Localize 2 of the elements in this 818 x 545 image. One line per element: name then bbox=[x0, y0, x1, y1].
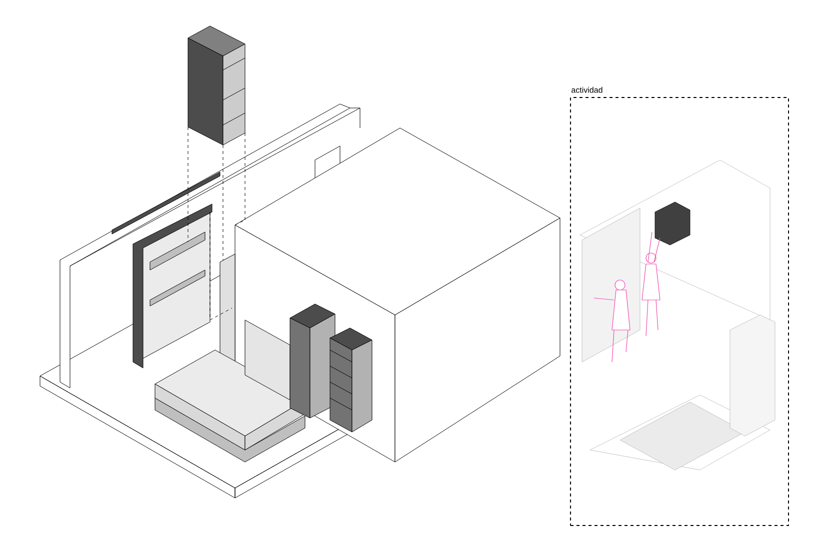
frame-heading: actividad bbox=[572, 86, 602, 93]
activity-frame bbox=[570, 97, 789, 526]
